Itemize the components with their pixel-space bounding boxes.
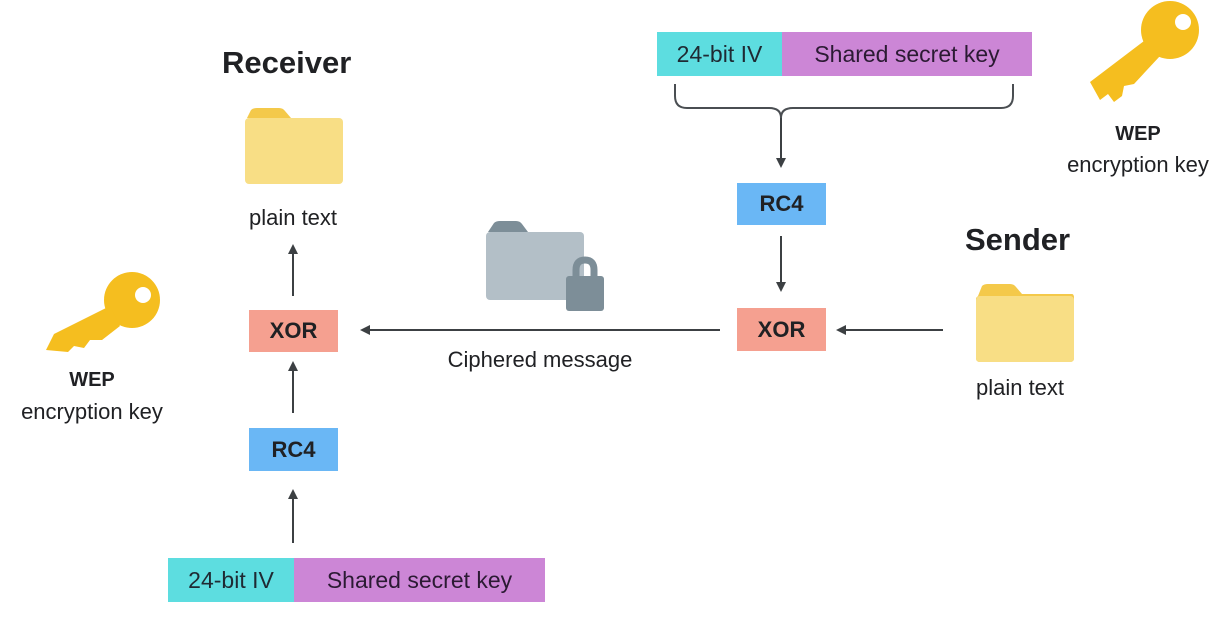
sender-rc4-box: RC4 xyxy=(737,183,826,225)
sender-plain-text-label: plain text xyxy=(975,375,1065,400)
sender-secret-key-segment: Shared secret key xyxy=(782,32,1032,76)
sender-folder-icon xyxy=(976,284,1074,362)
sender-key-subtitle: encryption key xyxy=(1067,152,1209,177)
locked-folder-icon xyxy=(486,221,604,311)
sender-key-icon xyxy=(1090,1,1199,102)
sender-heading: Sender xyxy=(965,222,1071,257)
key-brace xyxy=(674,84,1014,119)
receiver-plain-text-label: plain text xyxy=(248,205,338,230)
receiver-secret-key-segment: Shared secret key xyxy=(294,558,545,602)
receiver-key-title: WEP xyxy=(69,369,115,391)
receiver-iv-segment: 24-bit IV xyxy=(168,558,294,602)
ciphered-message-label: Ciphered message xyxy=(447,347,633,372)
sender-xor-box: XOR xyxy=(737,308,826,351)
receiver-key-subtitle: encryption key xyxy=(21,399,163,424)
sender-key-title: WEP xyxy=(1115,123,1161,145)
receiver-folder-icon xyxy=(245,108,343,184)
receiver-xor-box: XOR xyxy=(249,310,338,352)
receiver-key-icon xyxy=(46,272,160,352)
receiver-rc4-box: RC4 xyxy=(249,428,338,471)
sender-iv-segment: 24-bit IV xyxy=(657,32,782,76)
lock-icon xyxy=(566,256,604,311)
receiver-heading: Receiver xyxy=(222,45,352,80)
